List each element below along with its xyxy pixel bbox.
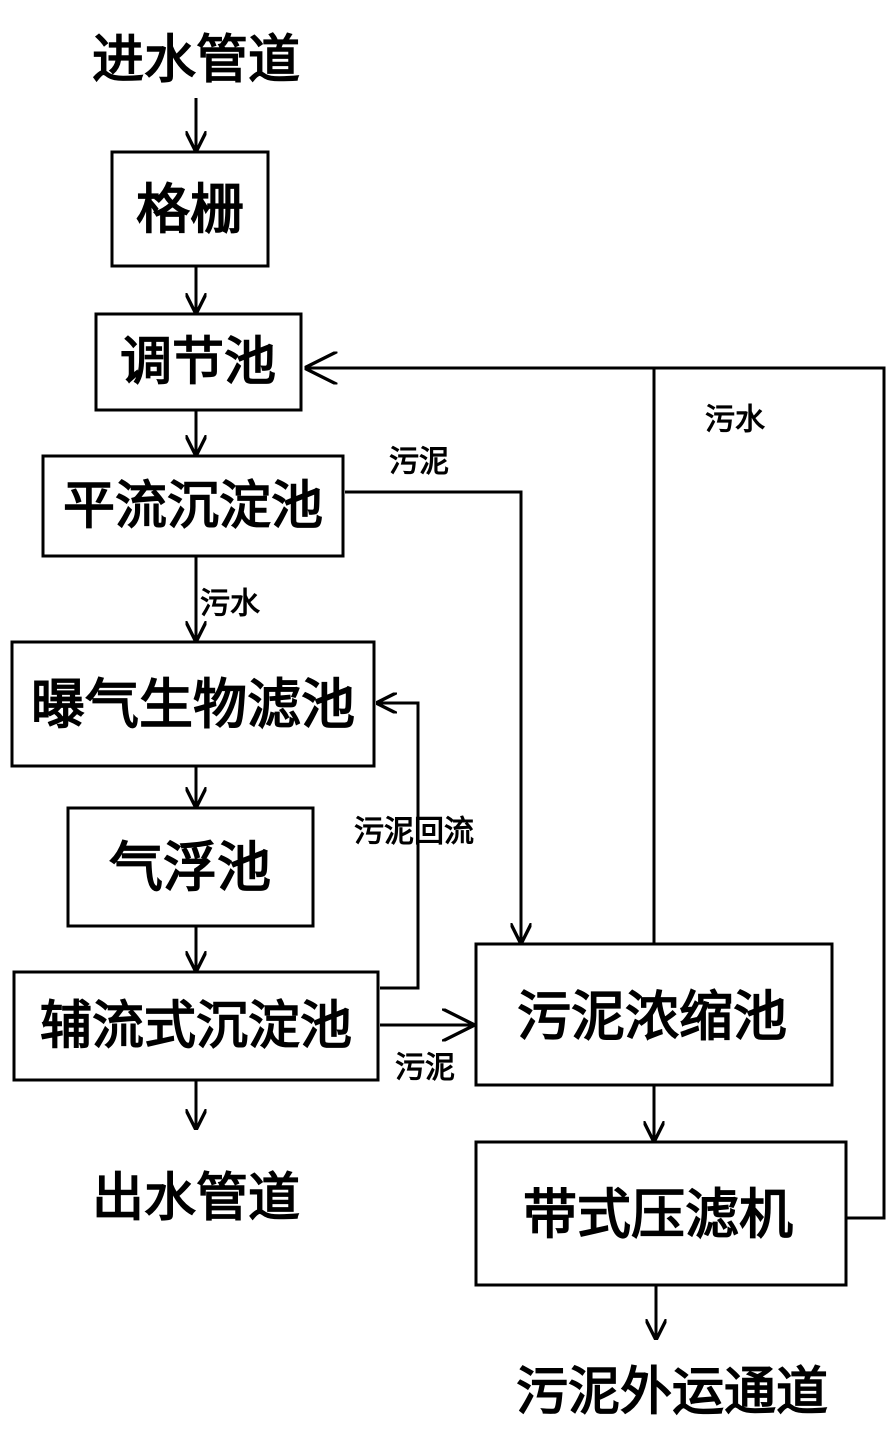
- belt-filter-press-label: 带式压滤机: [523, 1182, 793, 1246]
- sludge-out-channel-label: 污泥外运通道: [516, 1362, 828, 1423]
- grille-label: 格栅: [136, 177, 244, 241]
- arrow-sludge-return-to-baf: [378, 703, 420, 990]
- label-sewage-right: 污水: [705, 403, 766, 438]
- inlet-pipe-label: 进水管道: [92, 30, 300, 91]
- regulating-tank-label: 调节池: [120, 332, 276, 393]
- outlet-pipe-label: 出水管道: [92, 1168, 300, 1229]
- advection-sedimentation-tank-label: 平流沉淀池: [63, 476, 323, 537]
- biological-aerated-filter-box: [10, 640, 376, 768]
- belt-filter-press-box: [474, 1140, 848, 1287]
- air-flotation-tank-box: [66, 806, 315, 928]
- label-sludge-top: 污泥: [389, 445, 449, 480]
- line-beltpress-sewage-return: [654, 366, 886, 1220]
- regulating-tank-box: [94, 312, 303, 412]
- radial-sedimentation-tank-label: 辅流式沉淀池: [40, 996, 352, 1057]
- sludge-thickener-box: [474, 942, 834, 1087]
- label-sludge-return: 污泥回流: [354, 815, 474, 850]
- air-flotation-tank-label: 气浮池: [109, 835, 271, 899]
- label-sludge-bottom: 污泥: [395, 1051, 455, 1086]
- label-sewage-mid: 污水: [200, 587, 261, 622]
- sludge-thickener-label: 污泥浓缩池: [517, 984, 787, 1048]
- grille-box: [110, 150, 270, 268]
- radial-sedimentation-tank-box: [12, 970, 380, 1082]
- biological-aerated-filter-label: 曝气生物滤池: [31, 672, 355, 736]
- advection-sedimentation-tank-box: [41, 454, 345, 558]
- arrow-advection-sludge-to-thickener: [345, 490, 521, 942]
